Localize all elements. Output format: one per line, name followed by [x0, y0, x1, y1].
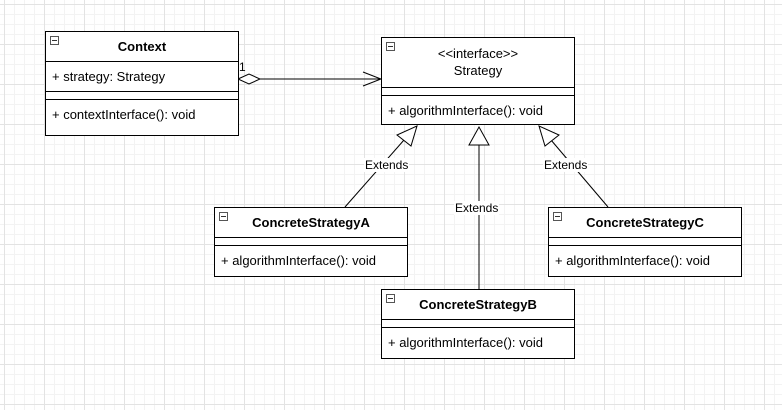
class-concrete-strategy-c-operation: + algorithmInterface(): void [555, 253, 710, 268]
class-concrete-strategy-a-divider [215, 238, 407, 246]
extends-a-line [344, 139, 405, 208]
collapse-icon[interactable] [386, 294, 395, 303]
class-context-header: Context [46, 32, 238, 62]
extends-b-label: Extends [454, 201, 500, 215]
extends-c-label: Extends [543, 158, 589, 172]
class-context-attribute: + strategy: Strategy [46, 62, 238, 92]
class-concrete-strategy-b-divider [382, 320, 574, 328]
extends-b-arrowhead [468, 125, 490, 146]
interface-strategy-operation: + algorithmInterface(): void [388, 103, 543, 118]
class-context-operation: + contextInterface(): void [52, 107, 196, 122]
interface-strategy-stereotype: <<interface>> [437, 46, 519, 61]
class-concrete-strategy-a-header: ConcreteStrategyA [215, 208, 407, 238]
interface-strategy-header: <<interface>> Strategy [382, 38, 574, 88]
aggregation-connector[interactable] [236, 71, 383, 87]
collapse-icon[interactable] [553, 212, 562, 221]
class-concrete-strategy-c-name: ConcreteStrategyC [586, 215, 704, 230]
extends-c-arrowhead [538, 125, 560, 147]
class-context[interactable]: Context + strategy: Strategy + contextIn… [45, 31, 239, 136]
interface-strategy[interactable]: <<interface>> Strategy + algorithmInterf… [381, 37, 575, 125]
class-concrete-strategy-c-header: ConcreteStrategyC [549, 208, 741, 238]
class-concrete-strategy-a-operation: + algorithmInterface(): void [221, 253, 376, 268]
class-concrete-strategy-a-name: ConcreteStrategyA [252, 215, 370, 230]
collapse-icon[interactable] [50, 36, 59, 45]
class-context-divider [46, 92, 238, 100]
extends-c-connector[interactable] [538, 125, 609, 208]
extends-b-connector[interactable] [468, 125, 490, 289]
extends-a-connector[interactable] [344, 125, 418, 208]
aggregation-multiplicity: 1 [239, 60, 246, 74]
extends-c-line [550, 139, 609, 208]
collapse-icon[interactable] [386, 42, 395, 51]
class-concrete-strategy-b-header: ConcreteStrategyB [382, 290, 574, 320]
collapse-icon[interactable] [219, 212, 228, 221]
aggregation-diamond [236, 73, 262, 85]
class-concrete-strategy-b-name: ConcreteStrategyB [419, 297, 537, 312]
interface-strategy-divider [382, 88, 574, 96]
class-concrete-strategy-c[interactable]: ConcreteStrategyC + algorithmInterface()… [548, 207, 742, 277]
extends-a-arrowhead [396, 125, 418, 147]
class-context-name: Context [117, 39, 167, 54]
class-concrete-strategy-b[interactable]: ConcreteStrategyB + algorithmInterface()… [381, 289, 575, 359]
interface-strategy-name: Strategy [453, 63, 503, 78]
class-concrete-strategy-a[interactable]: ConcreteStrategyA + algorithmInterface()… [214, 207, 408, 277]
class-concrete-strategy-c-divider [549, 238, 741, 246]
class-concrete-strategy-b-operation: + algorithmInterface(): void [388, 335, 543, 350]
extends-a-label: Extends [364, 158, 410, 172]
